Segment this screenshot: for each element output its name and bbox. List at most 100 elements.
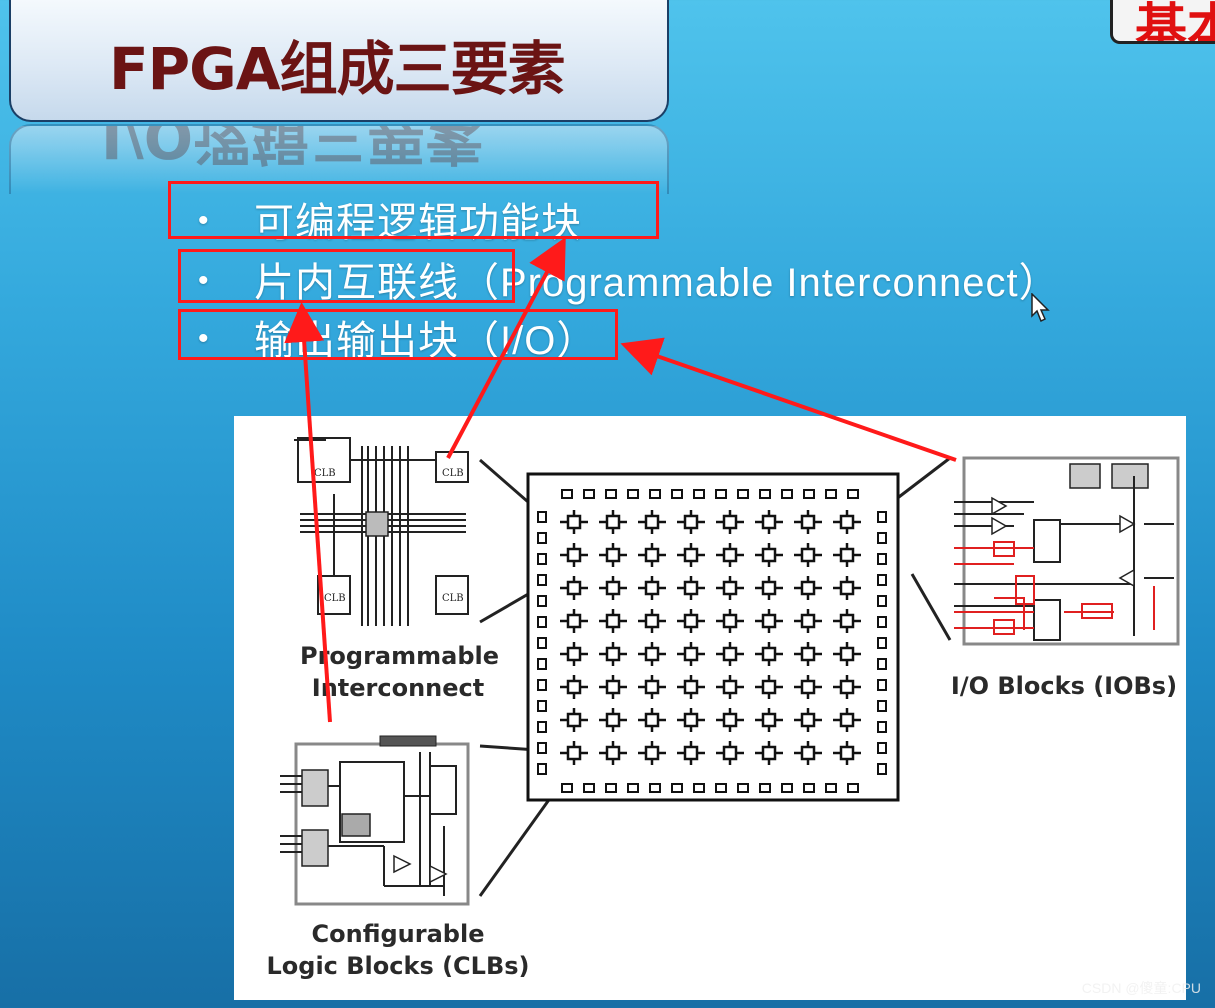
logic-cell xyxy=(755,609,783,633)
slide-title: FPGA组成三要素 xyxy=(109,35,566,103)
io-pad xyxy=(877,532,887,544)
iob-detail xyxy=(954,456,1180,646)
logic-cell xyxy=(716,675,744,699)
io-pad xyxy=(759,783,771,793)
logic-cell xyxy=(599,741,627,765)
io-pad xyxy=(537,532,547,544)
logic-cell xyxy=(677,576,705,600)
io-pad xyxy=(537,658,547,670)
logic-cell xyxy=(716,642,744,666)
io-pad xyxy=(825,783,837,793)
io-pad xyxy=(877,595,887,607)
io-pad xyxy=(693,783,705,793)
logic-cell xyxy=(794,510,822,534)
clb-detail xyxy=(280,735,470,906)
arrow-to-clb xyxy=(446,236,566,459)
logic-cell xyxy=(560,609,588,633)
bullet-dot: • xyxy=(198,204,210,237)
io-pad xyxy=(671,783,683,793)
logic-cell xyxy=(638,741,666,765)
io-pad xyxy=(847,783,859,793)
io-pad xyxy=(877,574,887,586)
corner-tab-label: 基本 xyxy=(1135,0,1215,44)
logic-cell xyxy=(560,510,588,534)
io-pad xyxy=(877,616,887,628)
logic-cell xyxy=(794,576,822,600)
logic-cell xyxy=(677,741,705,765)
logic-cell xyxy=(638,576,666,600)
io-pad xyxy=(847,489,859,499)
io-pad xyxy=(537,616,547,628)
io-pad xyxy=(537,721,547,733)
io-pad xyxy=(537,574,547,586)
logic-cell xyxy=(560,675,588,699)
io-pad xyxy=(877,700,887,712)
logic-cell xyxy=(794,609,822,633)
io-pad xyxy=(781,783,793,793)
logic-cell xyxy=(560,576,588,600)
io-pad xyxy=(583,783,595,793)
logic-cell xyxy=(560,708,588,732)
chip-cell-grid xyxy=(537,489,887,793)
io-pad xyxy=(737,783,749,793)
io-pad xyxy=(537,763,547,775)
clb-label-line1: Configurable xyxy=(311,920,485,948)
io-pad xyxy=(877,763,887,775)
corner-tab[interactable]: 基本 xyxy=(1110,0,1215,44)
logic-cell xyxy=(677,708,705,732)
io-pad xyxy=(537,700,547,712)
logic-cell xyxy=(833,576,861,600)
io-pad xyxy=(803,489,815,499)
logic-cell xyxy=(638,510,666,534)
arrow-to-interconnect xyxy=(284,302,332,723)
logic-cell xyxy=(677,609,705,633)
bullet-dot: • xyxy=(198,264,210,297)
logic-cell xyxy=(599,609,627,633)
logic-cell xyxy=(638,675,666,699)
clb-box-tl xyxy=(297,437,351,483)
arrow-to-io xyxy=(620,337,957,462)
clb-text: CLB xyxy=(314,468,336,479)
logic-cell xyxy=(794,642,822,666)
io-pad xyxy=(877,511,887,523)
logic-cell xyxy=(599,576,627,600)
logic-cell xyxy=(833,675,861,699)
logic-cell xyxy=(599,543,627,567)
logic-cell xyxy=(716,741,744,765)
interconnect-label-line2: Interconnect xyxy=(311,674,485,702)
io-pad xyxy=(537,553,547,565)
io-pad xyxy=(649,783,661,793)
bullet-text: 片内互联线（Programmable Interconnect） xyxy=(254,261,1060,305)
bullet-dot: • xyxy=(198,322,210,355)
logic-cell xyxy=(677,510,705,534)
logic-cell xyxy=(560,741,588,765)
logic-cell xyxy=(638,543,666,567)
logic-cell xyxy=(599,642,627,666)
logic-cell xyxy=(599,708,627,732)
logic-cell xyxy=(755,543,783,567)
watermark: CSDN @傻童:CPU xyxy=(1081,980,1201,996)
clb-text: CLB xyxy=(324,593,346,604)
io-pad xyxy=(537,637,547,649)
io-pad xyxy=(583,489,595,499)
io-pad xyxy=(877,637,887,649)
logic-cell xyxy=(794,708,822,732)
logic-cell xyxy=(833,609,861,633)
logic-cell xyxy=(599,675,627,699)
logic-cell xyxy=(716,708,744,732)
io-pad xyxy=(693,489,705,499)
io-pad xyxy=(759,489,771,499)
logic-cell xyxy=(638,708,666,732)
logic-cell xyxy=(560,543,588,567)
logic-cell xyxy=(794,675,822,699)
logic-cell xyxy=(599,510,627,534)
logic-cell xyxy=(794,741,822,765)
highlight-box-interconnect xyxy=(178,249,515,303)
logic-cell xyxy=(833,543,861,567)
io-pad xyxy=(627,489,639,499)
clb-box-br xyxy=(435,575,469,615)
fpga-chip-outline xyxy=(526,472,900,802)
clb-text: CLB xyxy=(442,593,464,604)
logic-cell xyxy=(833,510,861,534)
